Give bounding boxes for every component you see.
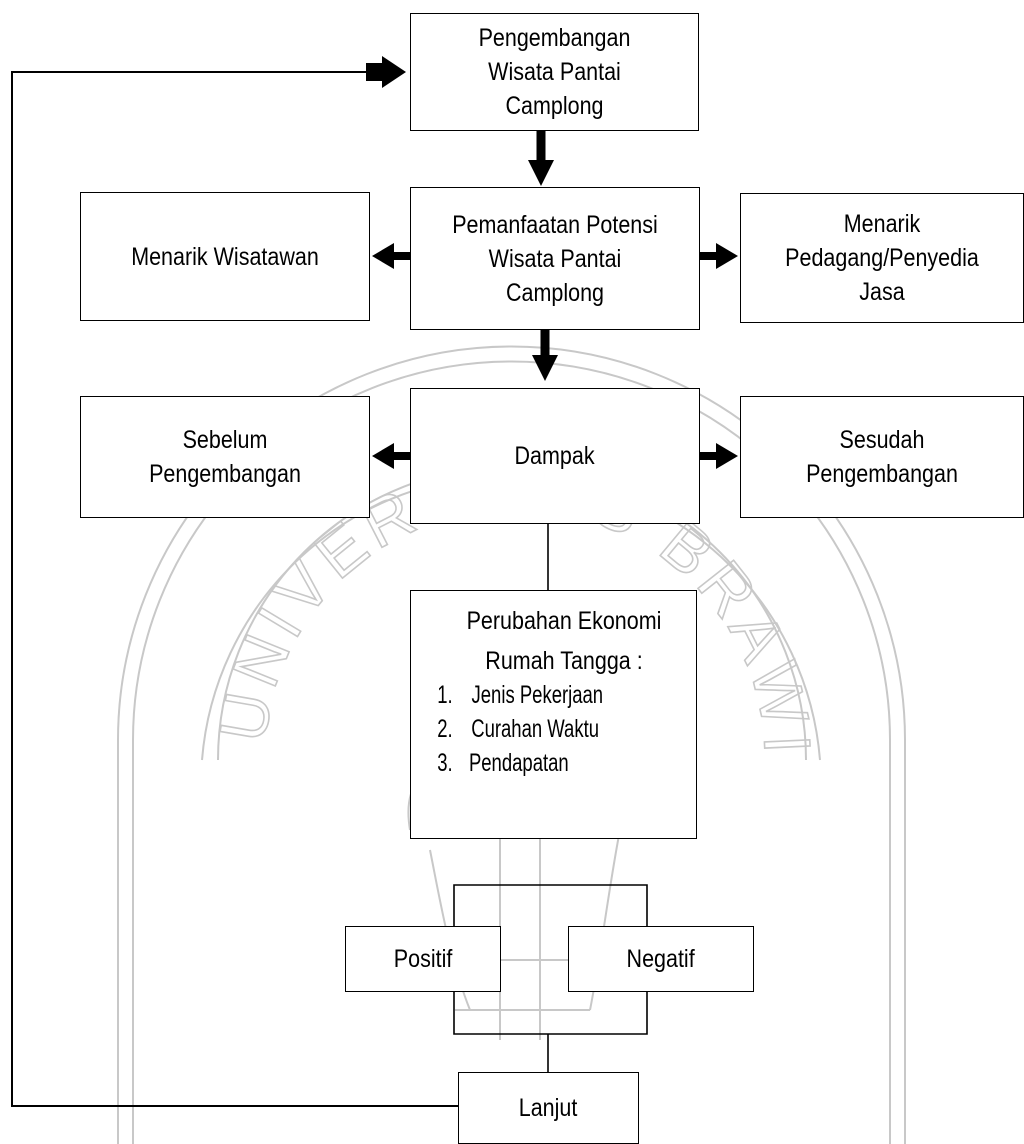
list-item-label: Pendapatan — [468, 749, 569, 777]
node-pemanfaatan-label: Pemanfaatan Potensi Wisata Pantai Camplo… — [452, 210, 658, 307]
node-lanjut: Lanjut — [458, 1072, 639, 1144]
list-item-number: 3. — [437, 749, 453, 777]
node-dampak-label: Dampak — [514, 442, 596, 470]
node-sesudah: Sesudah Pengembangan — [740, 396, 1024, 518]
feedback-line — [11, 71, 458, 1107]
list-item-number: 2. — [437, 715, 453, 743]
node-sebelum-label: Sebelum Pengembangan — [149, 426, 301, 488]
node-wisatawan: Menarik Wisatawan — [80, 192, 370, 321]
node-positif-label: Positif — [393, 945, 453, 973]
node-pemanfaatan: Pemanfaatan Potensi Wisata Pantai Camplo… — [410, 187, 700, 330]
list-item-number: 1. — [437, 681, 453, 709]
node-sebelum: Sebelum Pengembangan — [80, 396, 370, 518]
node-sesudah-label: Sesudah Pengembangan — [806, 426, 958, 488]
list-item: 1. Jenis Pekerjaan — [429, 678, 614, 712]
list-item-label: Curahan Waktu — [471, 715, 600, 743]
node-wisatawan-label: Menarik Wisatawan — [131, 242, 319, 271]
list-item: 3. Pendapatan — [429, 746, 614, 780]
list-item: 2. Curahan Waktu — [429, 712, 614, 746]
node-pengembangan-label: Pengembangan Wisata Pantai Camplong — [478, 24, 631, 120]
node-pedagang-label: Menarik Pedagang/Penyedia Jasa — [785, 210, 979, 306]
node-pengembangan: Pengembangan Wisata Pantai Camplong — [410, 13, 699, 131]
node-negatif: Negatif — [568, 926, 754, 992]
node-positif: Positif — [345, 926, 501, 992]
list-item-label: Jenis Pekerjaan — [471, 681, 604, 709]
node-perubahan-title: Perubahan Ekonomi Rumah Tangga : — [466, 607, 662, 675]
node-pedagang: Menarik Pedagang/Penyedia Jasa — [740, 193, 1024, 323]
perubahan-list: 1. Jenis Pekerjaan 2. Curahan Waktu 3. P… — [429, 678, 644, 780]
node-perubahan: Perubahan Ekonomi Rumah Tangga : 1. Jeni… — [410, 590, 697, 839]
node-dampak: Dampak — [410, 388, 700, 524]
arrow-feedback-head — [366, 56, 406, 88]
node-lanjut-label: Lanjut — [519, 1094, 578, 1122]
node-negatif-label: Negatif — [626, 945, 696, 973]
